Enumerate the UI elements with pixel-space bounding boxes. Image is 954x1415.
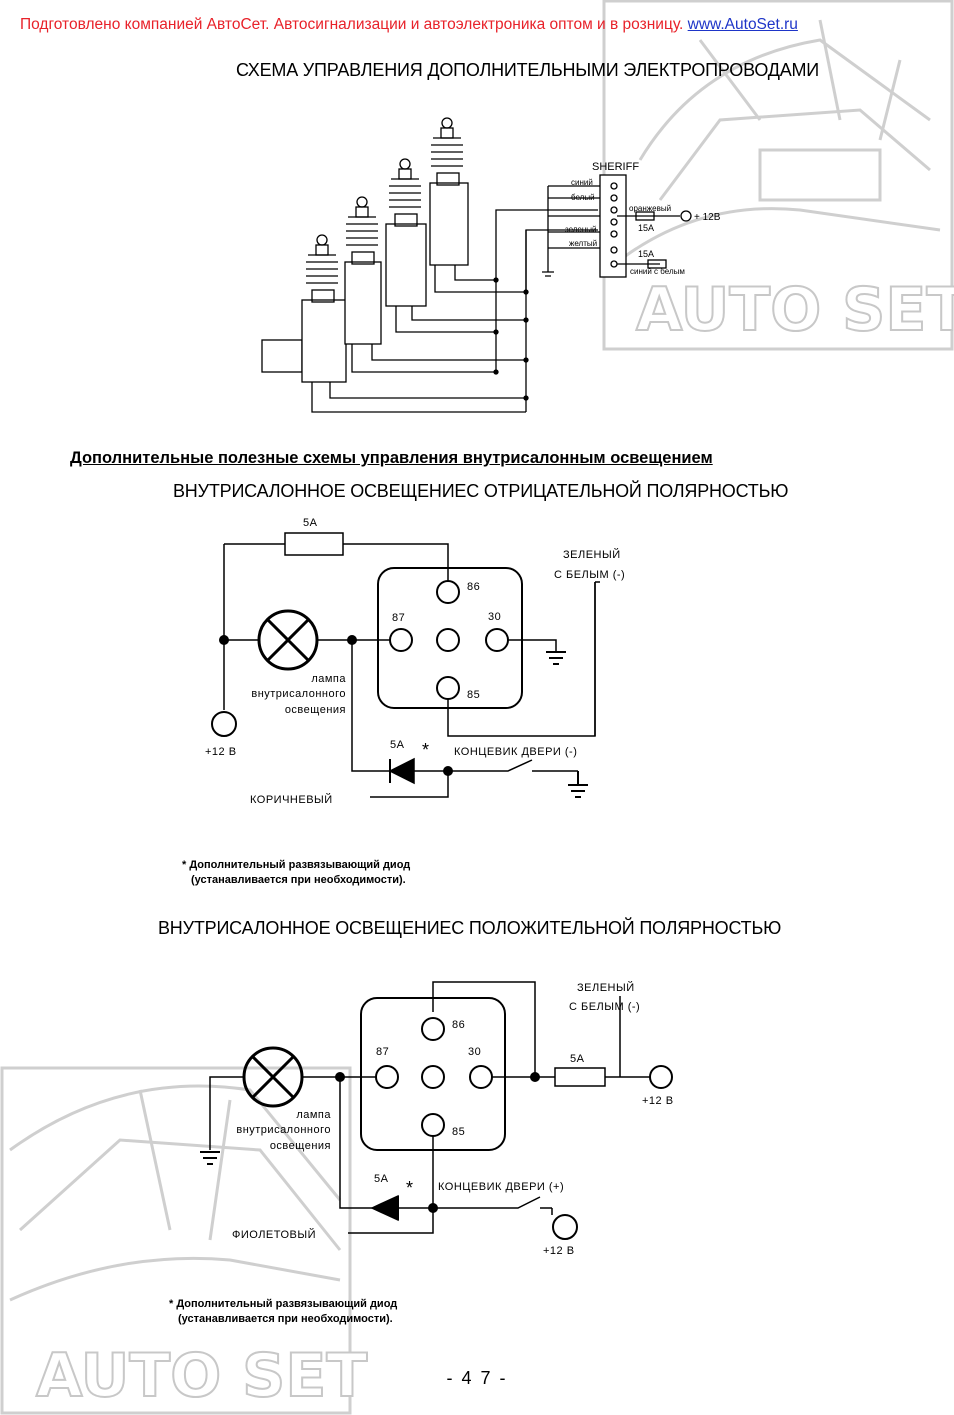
lamp-pos-3: освещения — [270, 1140, 331, 1152]
actuator-2 — [344, 196, 382, 345]
lamp-symbol-pos — [242, 1046, 304, 1108]
note-pos-line2: (устанавливается при необходимости). — [178, 1313, 393, 1325]
fuse2-label: 15A — [638, 249, 654, 259]
banner-text: Подготовлено компанией АвтоСет. Автосигн… — [20, 16, 688, 33]
asterisk-pos: * — [406, 1178, 414, 1198]
lamp-pos-2: внутрисалонного — [236, 1124, 331, 1136]
banner-link[interactable]: www.AutoSet.ru — [687, 16, 798, 33]
fuse1-label: 15A — [638, 223, 654, 233]
green-white-label-1: ЗЕЛЕНЫЙ — [563, 548, 621, 561]
watermark-bottom — [0, 1066, 352, 1415]
wire-yellow: желтый — [569, 239, 597, 248]
page-number: - 4 7 - — [446, 1368, 508, 1388]
green-white-pos-1: ЗЕЛЕНЫЙ — [577, 981, 635, 994]
plus12-label: +12 В — [205, 746, 237, 758]
note-positive: * Дополнительный развязывающий диод (уст… — [169, 1297, 397, 1327]
diagram-pos-title: ВНУТРИСАЛОННОЕ ОСВЕЩЕНИЕС ПОЛОЖИТЕЛЬНОЙ … — [158, 918, 782, 938]
fuse-5a-pos — [554, 1067, 606, 1087]
plus12-bottom: +12 В — [543, 1245, 575, 1257]
pin-87-pos: 87 — [376, 1046, 389, 1058]
brown-wire-label: КОРИЧНЕВЫЙ — [250, 793, 333, 806]
relay-block — [377, 567, 523, 709]
sheriff-connector — [599, 174, 692, 278]
wire-white: белый — [571, 193, 595, 202]
actuator-wiring — [311, 185, 612, 413]
lamp-label-3: освещения — [285, 704, 346, 716]
lamp-symbol — [257, 609, 319, 671]
green-white-label-2: С БЕЛЫМ (-) — [554, 569, 625, 581]
fuse-label-pos: 5A — [570, 1053, 585, 1065]
actuator-4 — [429, 117, 469, 266]
wire-blue: синий — [571, 178, 593, 187]
door-switch-label: КОНЦЕВИК ДВЕРИ (-) — [454, 746, 577, 758]
pin-86-pos: 86 — [452, 1019, 465, 1031]
top-wire — [224, 543, 449, 582]
note-pos-line1: * Дополнительный развязывающий диод — [169, 1298, 398, 1310]
watermark-top — [602, 0, 954, 351]
top-banner: Подготовлено компанией АвтоСет. Автосигн… — [20, 16, 798, 34]
pin-85: 85 — [467, 689, 480, 701]
section-heading: Дополнительные полезные схемы управления… — [70, 449, 713, 467]
section1-title: СХЕМА УПРАВЛЕНИЯ ДОПОЛНИТЕЛЬНЫМИ ЭЛЕКТРО… — [236, 60, 820, 80]
diode-symbol-pos — [370, 1194, 399, 1222]
pin-30-pos: 30 — [468, 1046, 481, 1058]
pin-85-pos: 85 — [452, 1126, 465, 1138]
note-neg-line1: * Дополнительный развязывающий диод — [182, 859, 411, 871]
orange-label: оранжевый — [629, 204, 671, 213]
fuse-label: 5A — [303, 517, 318, 529]
blue-white-label: синий с белым — [630, 267, 685, 276]
plus12-label: + 12В — [694, 212, 721, 223]
watermark-text-top: AUTO SET — [636, 275, 954, 345]
pin-86: 86 — [467, 581, 480, 593]
actuator-1 — [261, 234, 347, 383]
lamp-label-1: лампа — [311, 673, 346, 685]
brand-label: SHERIFF — [592, 161, 639, 173]
lamp-pos-1: лампа — [296, 1109, 331, 1121]
door-switch-pos: КОНЦЕВИК ДВЕРИ (+) — [438, 1181, 564, 1193]
actuator-3 — [385, 158, 427, 307]
violet-wire-label: ФИОЛЕТОВЫЙ — [232, 1228, 316, 1241]
lamp-label-2: внутрисалонного — [251, 688, 346, 700]
note-negative: * Дополнительный развязывающий диод (уст… — [182, 858, 410, 888]
pin-30: 30 — [488, 611, 501, 623]
asterisk: * — [422, 740, 430, 760]
diode-label-pos: 5A — [374, 1173, 389, 1185]
wire-green: зеленый — [565, 225, 597, 234]
diagram-neg-title: ВНУТРИСАЛОННОЕ ОСВЕЩЕНИЕС ОТРИЦАТЕЛЬНОЙ … — [173, 481, 789, 501]
plus12-right: +12 В — [642, 1095, 674, 1107]
fuse-5a — [284, 532, 344, 556]
note-neg-line2: (устанавливается при необходимости). — [191, 874, 406, 886]
diode-label: 5A — [390, 739, 405, 751]
green-white-pos-2: С БЕЛЫМ (-) — [569, 1001, 640, 1013]
relay-block-pos — [360, 997, 506, 1151]
pin-87: 87 — [392, 612, 405, 624]
watermark-text-bottom: AUTO SET — [36, 1341, 367, 1411]
